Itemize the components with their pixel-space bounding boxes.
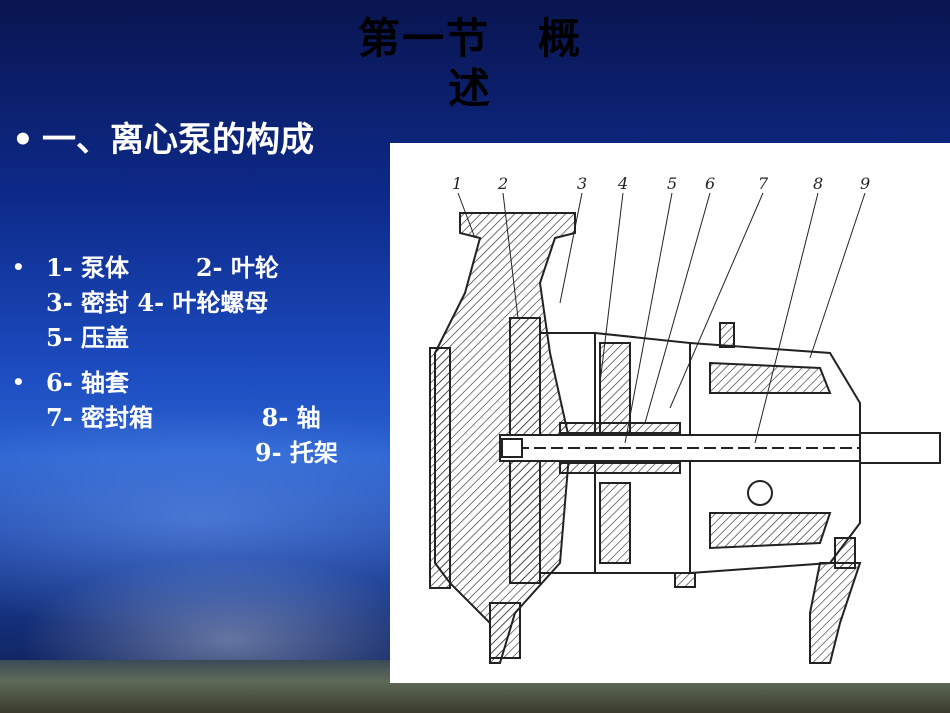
heading-text: 一、离心泵的构成 (42, 120, 314, 160)
title-part-3: 述 (447, 64, 492, 113)
part-number: 9 (860, 174, 870, 193)
parts-list: • 1- 泵体 2- 叶轮 3- 密封 4- 叶轮螺母 5- 压盖 • 6- 轴… (12, 250, 338, 470)
part-number: 3 (577, 174, 587, 193)
part-number: 6 (705, 174, 715, 193)
part-number: 8 (813, 174, 823, 193)
section-heading: •一、离心泵的构成 (12, 112, 314, 161)
part-number: 1 (452, 174, 462, 193)
list-line: 1- 泵体 2- 叶轮 (46, 253, 279, 282)
slide-title: 第一节概 述 (340, 14, 600, 114)
pump-drawing-svg: 1 2 3 4 5 6 7 8 9 (429, 174, 941, 664)
list-line: 7- 密封箱 8- 轴 (46, 403, 321, 432)
bullet-mark: • (12, 120, 34, 160)
list-item: • 1- 泵体 2- 叶轮 3- 密封 4- 叶轮螺母 5- 压盖 (12, 250, 338, 355)
title-part-1: 第一节 (357, 14, 490, 63)
list-item: • 6- 轴套 7- 密封箱 8- 轴 9- 托架 (12, 365, 338, 470)
part-number: 5 (667, 174, 677, 193)
list-line: 9- 托架 (46, 438, 338, 467)
bullet-mark: • (12, 370, 25, 394)
list-line: 6- 轴套 (46, 368, 130, 397)
part-number-labels: 1 2 3 4 5 6 7 8 9 (452, 174, 870, 193)
part-number: 7 (758, 174, 769, 193)
bullet-mark: • (12, 255, 25, 279)
title-part-2: 概 (538, 14, 583, 63)
list-line: 3- 密封 4- 叶轮螺母 (46, 288, 269, 317)
part-number: 4 (617, 174, 628, 193)
part-number: 2 (497, 174, 508, 193)
pump-cross-section-drawing: 1 2 3 4 5 6 7 8 9 (390, 143, 950, 683)
list-line: 5- 压盖 (46, 323, 130, 352)
